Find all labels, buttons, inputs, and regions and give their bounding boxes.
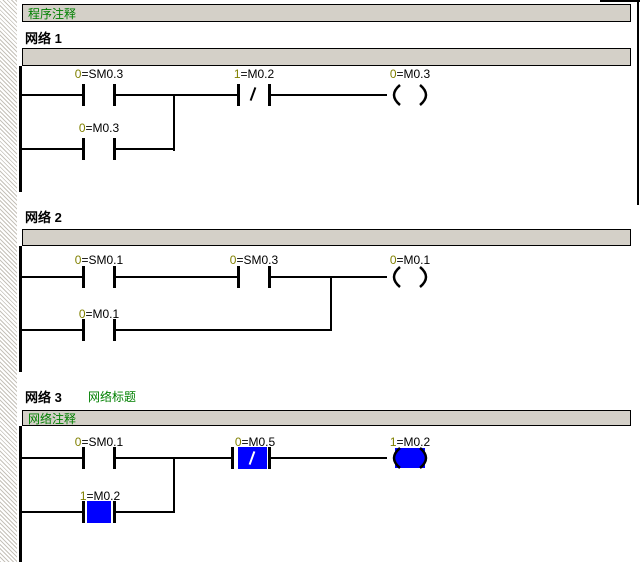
operand-label[interactable]: 0=SM0.3 bbox=[229, 253, 279, 267]
rung-wire bbox=[271, 457, 387, 459]
not-contact-energized[interactable] bbox=[268, 447, 271, 469]
operand-label[interactable]: 0=SM0.1 bbox=[74, 435, 124, 449]
contact[interactable] bbox=[113, 447, 116, 469]
branch-wire bbox=[22, 329, 82, 331]
network-3-comment-text: 网络注释 bbox=[28, 411, 77, 426]
branch-junction bbox=[330, 276, 332, 331]
coil[interactable] bbox=[387, 266, 433, 288]
contact[interactable] bbox=[82, 138, 85, 160]
coil[interactable] bbox=[387, 84, 433, 106]
contact[interactable] bbox=[113, 138, 116, 160]
branch-wire bbox=[116, 511, 175, 513]
contact[interactable] bbox=[237, 266, 240, 288]
branch-wire bbox=[22, 148, 82, 150]
view-top-border bbox=[600, 0, 640, 2]
branch-wire bbox=[22, 511, 82, 513]
energized-highlight bbox=[87, 501, 111, 523]
operand-label[interactable]: 1=M0.2 bbox=[79, 489, 121, 503]
view-right-border bbox=[637, 0, 639, 205]
rung-wire bbox=[22, 94, 82, 96]
program-comment-text: 程序注释 bbox=[28, 6, 77, 21]
program-comment-bar[interactable]: 程序注释 bbox=[22, 4, 631, 22]
branch-junction bbox=[173, 94, 175, 151]
rung-wire bbox=[22, 276, 82, 278]
contact-energized[interactable] bbox=[82, 501, 85, 523]
rung-wire bbox=[116, 94, 237, 96]
network-1-label: 网络 1 bbox=[25, 31, 62, 46]
rung-wire bbox=[271, 276, 387, 278]
power-rail bbox=[19, 426, 22, 562]
contact[interactable] bbox=[82, 319, 85, 341]
contact[interactable] bbox=[82, 84, 85, 106]
operand-label[interactable]: 0=SM0.3 bbox=[74, 67, 124, 81]
network-1-comment-bar[interactable] bbox=[22, 48, 631, 66]
branch-wire bbox=[116, 329, 332, 331]
not-contact[interactable] bbox=[268, 84, 271, 106]
network-3-label: 网络 3 bbox=[25, 390, 62, 405]
network-3-comment-bar[interactable]: 网络注释 bbox=[22, 410, 631, 426]
rung-wire bbox=[116, 276, 237, 278]
operand-label[interactable]: 0=M0.5 bbox=[234, 435, 276, 449]
operand-label[interactable]: 0=SM0.1 bbox=[74, 253, 124, 267]
contact[interactable] bbox=[113, 319, 116, 341]
network-2-label: 网络 2 bbox=[25, 210, 62, 225]
network-gutter bbox=[0, 0, 17, 562]
operand-label[interactable]: 1=M0.2 bbox=[389, 435, 431, 449]
operand-label[interactable]: 1=M0.2 bbox=[233, 67, 275, 81]
not-contact-energized[interactable] bbox=[231, 447, 234, 469]
contact[interactable] bbox=[268, 266, 271, 288]
rung-wire bbox=[22, 457, 82, 459]
contact[interactable] bbox=[82, 447, 85, 469]
power-rail bbox=[19, 66, 22, 192]
not-contact[interactable] bbox=[237, 84, 240, 106]
power-rail bbox=[19, 246, 22, 372]
contact[interactable] bbox=[82, 266, 85, 288]
contact[interactable] bbox=[113, 266, 116, 288]
operand-label[interactable]: 0=M0.1 bbox=[78, 307, 120, 321]
operand-label[interactable]: 0=M0.3 bbox=[78, 121, 120, 135]
operand-label[interactable]: 0=M0.3 bbox=[389, 67, 431, 81]
branch-junction bbox=[173, 457, 175, 513]
contact[interactable] bbox=[113, 84, 116, 106]
rung-wire bbox=[271, 94, 387, 96]
operand-label[interactable]: 0=M0.1 bbox=[389, 253, 431, 267]
network-2-comment-bar[interactable] bbox=[22, 229, 631, 246]
branch-wire bbox=[116, 148, 175, 150]
contact-energized[interactable] bbox=[113, 501, 116, 523]
not-slash-icon bbox=[249, 87, 257, 101]
coil-energized[interactable] bbox=[387, 447, 433, 469]
network-3-title[interactable]: 网络标题 bbox=[88, 390, 137, 404]
